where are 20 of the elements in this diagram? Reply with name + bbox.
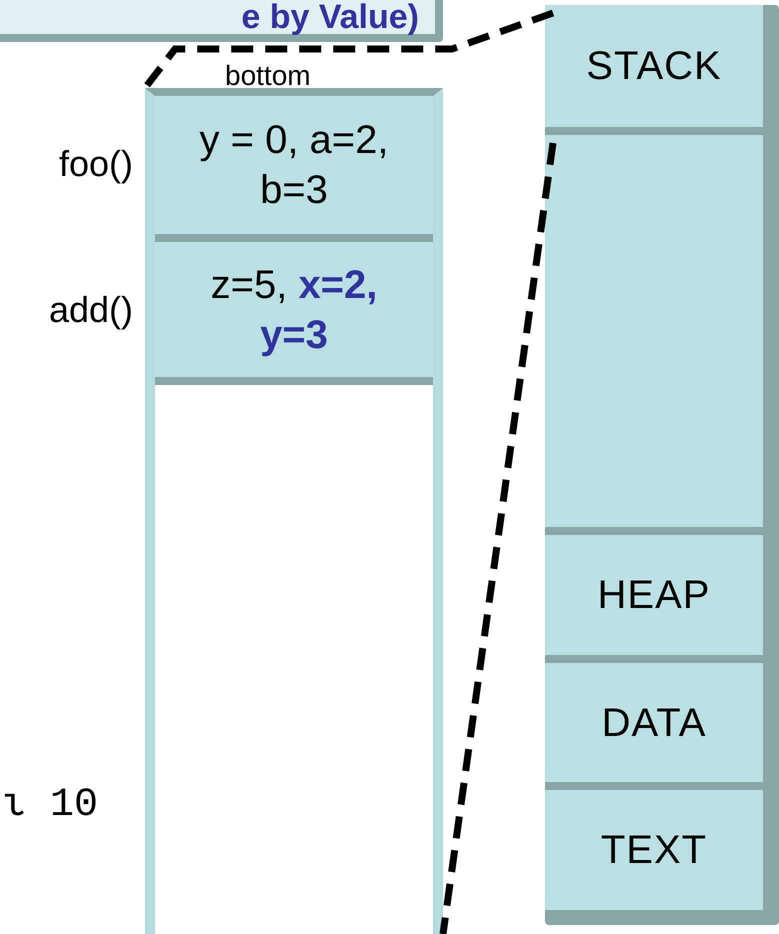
code-fragment: ι 10 — [2, 786, 98, 826]
memory-segment — [545, 135, 763, 527]
memory-segment — [545, 5, 763, 127]
dashed-connector — [142, 10, 554, 90]
stack-end-label: bottom — [225, 62, 311, 90]
frame-variables: z=5, x=2, y=3 — [210, 262, 378, 358]
function-name: foo() — [58, 146, 133, 182]
segment-label: TEXT — [600, 827, 708, 874]
segment-label: HEAP — [598, 572, 710, 619]
frame-variables: y = 0, a=2, b=3 — [198, 117, 390, 214]
memory-segment — [545, 663, 763, 782]
segment-label: DATA — [602, 700, 706, 746]
memory-segment — [545, 790, 763, 910]
memory-segment — [545, 535, 763, 655]
segment-label: STACK — [586, 43, 722, 90]
title-box — [0, 0, 443, 42]
memory-layout-column — [545, 5, 779, 925]
function-name: add() — [48, 292, 133, 328]
dashed-connector — [440, 142, 556, 934]
slide-title: e by Value) — [241, 0, 419, 34]
